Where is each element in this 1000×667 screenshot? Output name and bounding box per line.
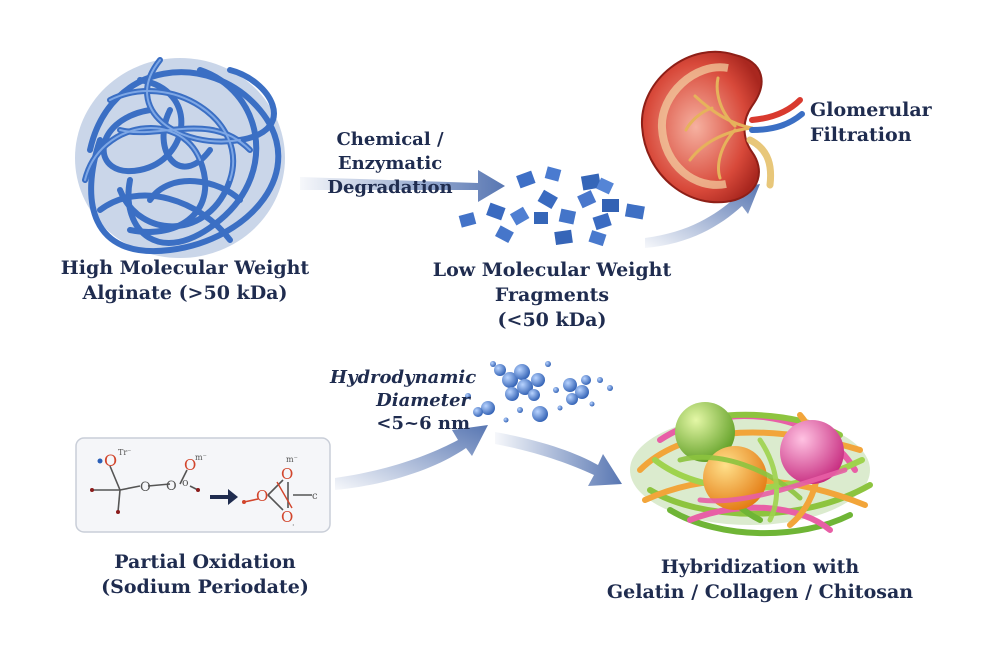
label-degradation: Chemical / Enzymatic Degradation — [327, 129, 453, 198]
label-high-molecular-weight-alginate: High Molecular Weight Alginate (>50 kDa) — [60, 257, 310, 304]
chem-oxygen-2: O — [140, 480, 151, 495]
chem-superscript-3: m⁻ — [286, 455, 298, 464]
chem-dot: · — [292, 521, 295, 530]
hybrid-ball-icon — [630, 402, 873, 537]
chem-oxygen-3: O — [166, 479, 177, 494]
fragment-cubes-icon — [458, 166, 645, 247]
chem-oxygen-6: O — [281, 465, 293, 483]
polymer-coil-icon — [75, 57, 285, 258]
chem-oxygen-7: O — [281, 508, 293, 526]
label-hybridization: Hybridization with Gelatin / Collagen / … — [606, 556, 914, 603]
chem-oxygen-1: O — [104, 451, 117, 470]
molecule-diagram-icon: O Tr⁻ O O O m⁻ o O O m⁻ O c · — [90, 448, 318, 530]
molecule-diagram-box — [75, 437, 331, 533]
label-hydrodynamic-diameter: Hydrodynamic Diameter <5~6 nm — [330, 367, 477, 434]
chem-oxygen-4: O — [184, 456, 196, 474]
reaction-arrow-icon — [210, 489, 238, 505]
chem-small-c: c — [312, 491, 318, 502]
chem-oxygen-5: O — [256, 487, 268, 505]
label-glomerular-filtration: Glomerular Filtration — [810, 99, 932, 146]
label-partial-oxidation: Partial Oxidation (Sodium Periodate) — [101, 551, 309, 598]
chem-small-o: o — [182, 476, 189, 489]
hybridization-arrow — [495, 432, 622, 486]
label-low-molecular-weight-fragments: Low Molecular Weight Fragments (<50 kDa) — [432, 259, 672, 331]
chem-superscript-2: m⁻ — [195, 453, 207, 462]
nanoparticle-cluster-icon — [465, 361, 613, 423]
chem-superscript-1: Tr⁻ — [118, 448, 131, 457]
degradation-arrow — [300, 170, 505, 202]
kidney-icon — [640, 50, 805, 204]
oxidation-arrow — [335, 425, 488, 490]
